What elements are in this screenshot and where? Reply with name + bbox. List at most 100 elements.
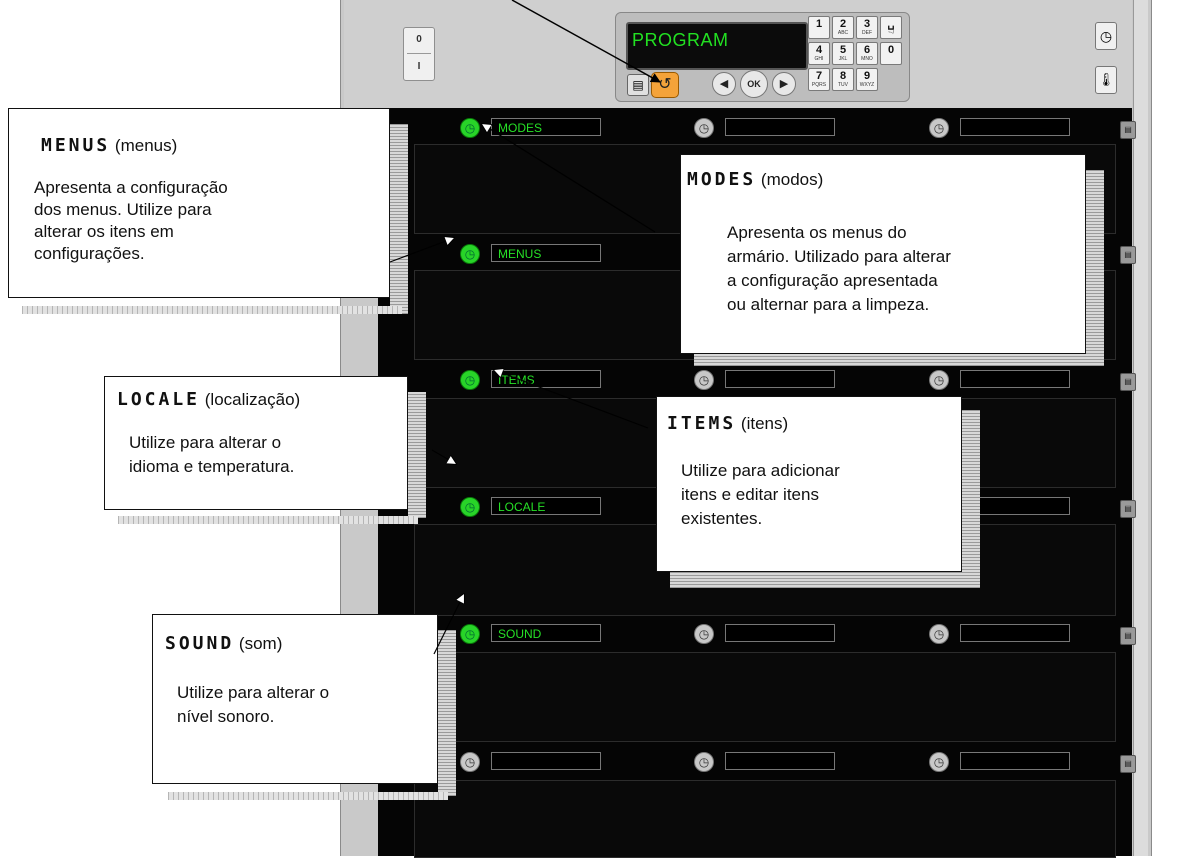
slot-menus[interactable]: MENUS bbox=[491, 244, 601, 262]
timer-icon[interactable]: ◷ bbox=[694, 370, 714, 390]
slot-locale[interactable]: LOCALE bbox=[491, 497, 601, 515]
callout-menus-code: MENUS bbox=[41, 135, 111, 156]
callout-locale: LOCALE (localização) Utilize para altera… bbox=[104, 376, 408, 510]
shelf-side-button[interactable]: ▤ bbox=[1120, 755, 1136, 773]
slot-empty[interactable] bbox=[725, 624, 835, 642]
clock-icon[interactable]: ◷ bbox=[1095, 22, 1117, 50]
key-0[interactable]: 0 bbox=[880, 42, 902, 65]
slot-sound[interactable]: SOUND bbox=[491, 624, 601, 642]
callout-modes-line: Apresenta os menus do bbox=[727, 223, 907, 242]
left-arrow-button[interactable]: ◀ bbox=[712, 72, 736, 96]
callout-sound-line: Utilize para alterar o bbox=[177, 683, 330, 702]
timer-icon-active[interactable]: ◷ bbox=[460, 370, 480, 390]
callout-shadow-strip bbox=[22, 306, 402, 314]
callout-shadow bbox=[962, 410, 980, 588]
callout-shadow bbox=[1086, 170, 1104, 366]
timer-icon-active[interactable]: ◷ bbox=[460, 497, 480, 517]
slot-empty[interactable] bbox=[960, 624, 1070, 642]
timer-icon[interactable]: ◷ bbox=[460, 752, 480, 772]
shelf-side-button[interactable]: ▤ bbox=[1120, 627, 1136, 645]
thermometer-icon[interactable]: 🌡 bbox=[1095, 66, 1117, 94]
timer-icon[interactable]: ◷ bbox=[929, 118, 949, 138]
key-space[interactable]: ␣~-/ bbox=[880, 16, 902, 39]
right-arrow-button[interactable]: ▶ bbox=[772, 72, 796, 96]
callout-modes: MODES (modos) Apresenta os menus do armá… bbox=[680, 154, 1086, 354]
ok-button[interactable]: OK bbox=[740, 70, 768, 98]
callout-locale-title: (localização) bbox=[204, 390, 301, 409]
arrow-back-button bbox=[511, 0, 661, 83]
callout-shadow bbox=[694, 354, 1104, 366]
callout-shadow bbox=[408, 392, 426, 518]
callout-modes-line: armário. Utilizado para alterar bbox=[727, 247, 951, 266]
power-switch[interactable]: 0 I bbox=[403, 27, 435, 81]
callout-shadow bbox=[390, 124, 408, 314]
display-text: PROGRAM bbox=[632, 30, 729, 50]
timer-icon[interactable]: ◷ bbox=[929, 752, 949, 772]
callout-sound-title: (som) bbox=[238, 634, 283, 653]
key-1[interactable]: 1 bbox=[808, 16, 830, 39]
callout-modes-line: a configuração apresentada bbox=[727, 271, 938, 290]
callout-items-line: existentes. bbox=[681, 509, 763, 528]
arrow-items bbox=[494, 370, 649, 429]
callout-items-line: Utilize para adicionar bbox=[681, 461, 840, 480]
shelf-side-button[interactable]: ▤ bbox=[1120, 373, 1136, 391]
callout-locale-line: idioma e temperatura. bbox=[129, 457, 295, 476]
timer-icon[interactable]: ◷ bbox=[694, 624, 714, 644]
slot-empty[interactable] bbox=[960, 752, 1070, 770]
slot-empty[interactable] bbox=[725, 370, 835, 388]
power-on-label: I bbox=[417, 61, 421, 72]
callout-items: ITEMS (itens) Utilize para adicionar ite… bbox=[656, 396, 962, 572]
slot-items[interactable]: ITEMS bbox=[491, 370, 601, 388]
callout-shadow-strip bbox=[118, 516, 418, 524]
timer-icon-active[interactable]: ◷ bbox=[460, 624, 480, 644]
shelf-side-button[interactable]: ▤ bbox=[1120, 500, 1136, 518]
slot-empty[interactable] bbox=[960, 370, 1070, 388]
callout-locale-line: Utilize para alterar o bbox=[129, 433, 282, 452]
arrow-menus bbox=[389, 238, 454, 263]
timer-icon[interactable]: ◷ bbox=[694, 752, 714, 772]
callout-modes-code: MODES bbox=[687, 169, 757, 190]
callout-items-title: (itens) bbox=[740, 414, 789, 433]
arrow-sound bbox=[433, 594, 464, 655]
timer-icon-active[interactable]: ◷ bbox=[460, 118, 480, 138]
callout-modes-line: ou alternar para a limpeza. bbox=[727, 295, 930, 314]
timer-icon-active[interactable]: ◷ bbox=[460, 244, 480, 264]
callout-menus-line: dos menus. Utilize para bbox=[34, 200, 212, 219]
callout-sound-line: nível sonoro. bbox=[177, 707, 275, 726]
timer-icon[interactable]: ◷ bbox=[929, 624, 949, 644]
timer-icon[interactable]: ◷ bbox=[929, 370, 949, 390]
callout-menus: MENUS (menus) Apresenta a configuração d… bbox=[8, 108, 390, 298]
slot-empty[interactable] bbox=[725, 118, 835, 136]
callout-items-code: ITEMS bbox=[667, 413, 737, 434]
shelf-bay-row6 bbox=[414, 780, 1116, 858]
arrow-locale bbox=[431, 449, 456, 464]
callout-modes-title: (modos) bbox=[760, 170, 824, 189]
power-off-label: 0 bbox=[416, 34, 422, 45]
slot-empty[interactable] bbox=[491, 752, 601, 770]
callout-shadow bbox=[438, 630, 456, 796]
callout-menus-line: configurações. bbox=[34, 244, 145, 263]
callout-sound-code: SOUND bbox=[165, 633, 235, 654]
slot-modes[interactable]: MODES bbox=[491, 118, 601, 136]
menu-icon-button[interactable]: ▤ bbox=[627, 74, 649, 96]
callout-shadow-strip bbox=[168, 792, 448, 800]
shelf-side-button[interactable]: ▤ bbox=[1120, 121, 1136, 139]
controller-display: PROGRAM bbox=[626, 22, 808, 70]
switch-divider bbox=[407, 53, 431, 54]
slot-empty[interactable] bbox=[960, 118, 1070, 136]
slot-empty[interactable] bbox=[725, 752, 835, 770]
arrow-modes bbox=[482, 124, 656, 233]
shelf-side-button[interactable]: ▤ bbox=[1120, 246, 1136, 264]
timer-icon[interactable]: ◷ bbox=[694, 118, 714, 138]
callout-menus-line: Apresenta a configuração bbox=[34, 178, 228, 197]
